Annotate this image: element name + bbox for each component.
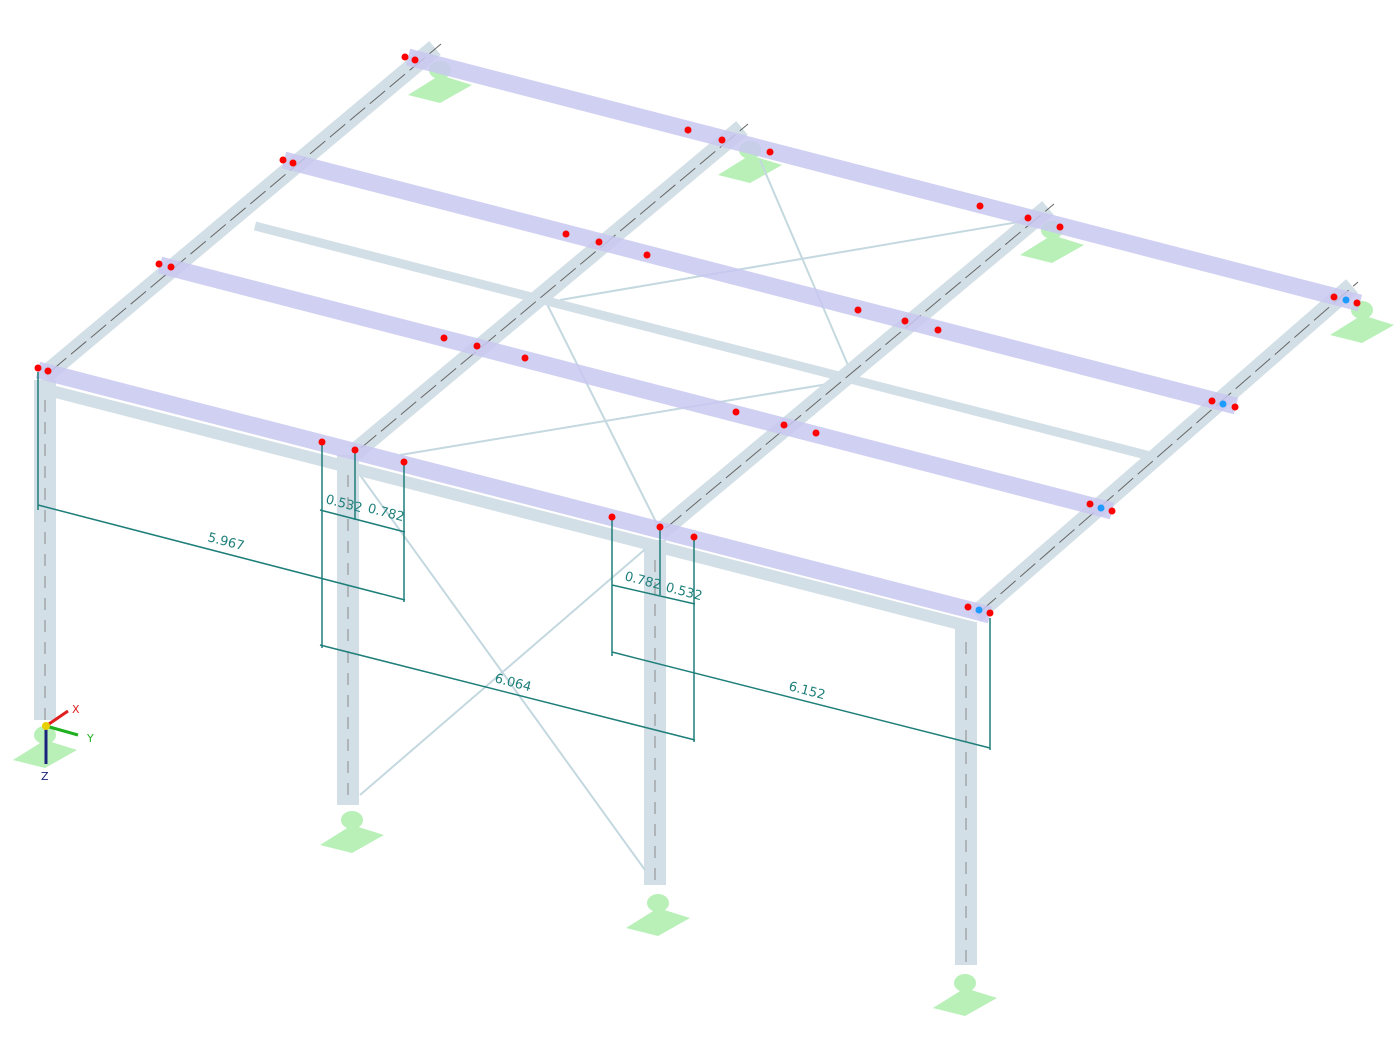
column bbox=[955, 622, 977, 965]
node-point bbox=[400, 458, 408, 466]
dim-offset-right-b: 0.532 bbox=[664, 580, 704, 604]
y-axis-arrow bbox=[45, 724, 79, 737]
node-point bbox=[643, 251, 651, 259]
node-point-special bbox=[975, 606, 983, 614]
node-point bbox=[1108, 507, 1116, 515]
node-point bbox=[732, 408, 740, 416]
purlin bbox=[157, 256, 1115, 520]
purlins bbox=[35, 48, 1363, 624]
support-hinge bbox=[341, 811, 363, 829]
bracing-member bbox=[544, 299, 661, 531]
purlin bbox=[35, 361, 993, 624]
node-point bbox=[473, 342, 481, 350]
node-point bbox=[351, 446, 359, 454]
column bbox=[34, 380, 56, 720]
node-point bbox=[901, 317, 909, 325]
node-point bbox=[812, 429, 820, 437]
node-point bbox=[656, 523, 664, 531]
node-point bbox=[1330, 293, 1338, 301]
node-point bbox=[1208, 397, 1216, 405]
purlin bbox=[281, 151, 1239, 415]
support-base bbox=[1020, 235, 1084, 263]
bracing-member bbox=[399, 381, 841, 456]
rafter-axis bbox=[980, 281, 1359, 612]
node-point bbox=[608, 513, 616, 521]
node-point bbox=[854, 306, 862, 314]
rafters bbox=[38, 41, 1359, 634]
z-axis-label: Z bbox=[41, 770, 49, 783]
node-point bbox=[1086, 500, 1094, 508]
node-point bbox=[976, 202, 984, 210]
support-base bbox=[718, 155, 782, 183]
node-point bbox=[521, 354, 529, 362]
nodes bbox=[34, 53, 1361, 617]
node-point bbox=[718, 136, 726, 144]
support-base bbox=[320, 825, 384, 853]
rafter-axis bbox=[50, 43, 442, 372]
dimension-line bbox=[611, 584, 696, 605]
node-point bbox=[289, 159, 297, 167]
node-point bbox=[934, 326, 942, 334]
dim-span-middle: 6.064 bbox=[493, 671, 533, 695]
columns bbox=[34, 380, 977, 965]
node-point bbox=[34, 364, 42, 372]
node-point bbox=[595, 238, 603, 246]
dimension-lines bbox=[37, 372, 991, 750]
node-point bbox=[1024, 214, 1032, 222]
tie-beam bbox=[253, 221, 1152, 461]
support-base bbox=[408, 75, 472, 103]
node-point bbox=[318, 438, 326, 446]
dimension-line bbox=[319, 644, 696, 741]
node-point bbox=[964, 603, 972, 611]
node-point bbox=[780, 421, 788, 429]
bracing-member bbox=[359, 544, 651, 796]
purlin bbox=[405, 48, 1363, 312]
column bbox=[644, 540, 666, 885]
node-point bbox=[44, 367, 52, 375]
support-base bbox=[933, 988, 997, 1016]
node-point bbox=[155, 260, 163, 268]
eave-beam bbox=[38, 382, 977, 634]
dimension-labels: 5.967 6.064 6.152 0.532 0.782 0.782 0.53… bbox=[206, 492, 827, 703]
node-point-special bbox=[1219, 400, 1227, 408]
node-point bbox=[1231, 403, 1239, 411]
dim-span-right: 6.152 bbox=[787, 679, 827, 703]
support-hinge bbox=[954, 974, 976, 992]
bracing bbox=[359, 159, 1031, 871]
dim-offset-left-b: 0.782 bbox=[366, 501, 406, 525]
node-point-special bbox=[1097, 504, 1105, 512]
origin-dot bbox=[42, 722, 50, 730]
bracing-member bbox=[559, 219, 1031, 301]
node-point bbox=[167, 263, 175, 271]
support-base bbox=[626, 908, 690, 936]
node-point-special bbox=[1342, 296, 1350, 304]
axis-triad: X Y Z bbox=[41, 703, 94, 783]
node-point bbox=[684, 126, 692, 134]
node-point bbox=[401, 53, 409, 61]
node-point bbox=[562, 230, 570, 238]
node-point bbox=[986, 609, 994, 617]
y-axis-label: Y bbox=[86, 732, 94, 745]
node-point bbox=[411, 56, 419, 64]
support-hinge bbox=[647, 894, 669, 912]
node-point bbox=[279, 156, 287, 164]
node-point bbox=[1056, 223, 1064, 231]
dimension-line bbox=[319, 509, 406, 533]
node-point bbox=[1353, 299, 1361, 307]
x-axis-arrow bbox=[45, 709, 69, 728]
support-base bbox=[1330, 315, 1394, 343]
node-point bbox=[440, 334, 448, 342]
node-point bbox=[766, 148, 774, 156]
x-axis-label: X bbox=[72, 703, 80, 716]
bracing-member bbox=[759, 159, 851, 371]
node-point bbox=[690, 533, 698, 541]
dimension-line bbox=[37, 504, 406, 601]
dimension-line bbox=[611, 651, 991, 749]
rafter-axis bbox=[360, 123, 749, 449]
rafter-axis bbox=[665, 203, 1055, 529]
